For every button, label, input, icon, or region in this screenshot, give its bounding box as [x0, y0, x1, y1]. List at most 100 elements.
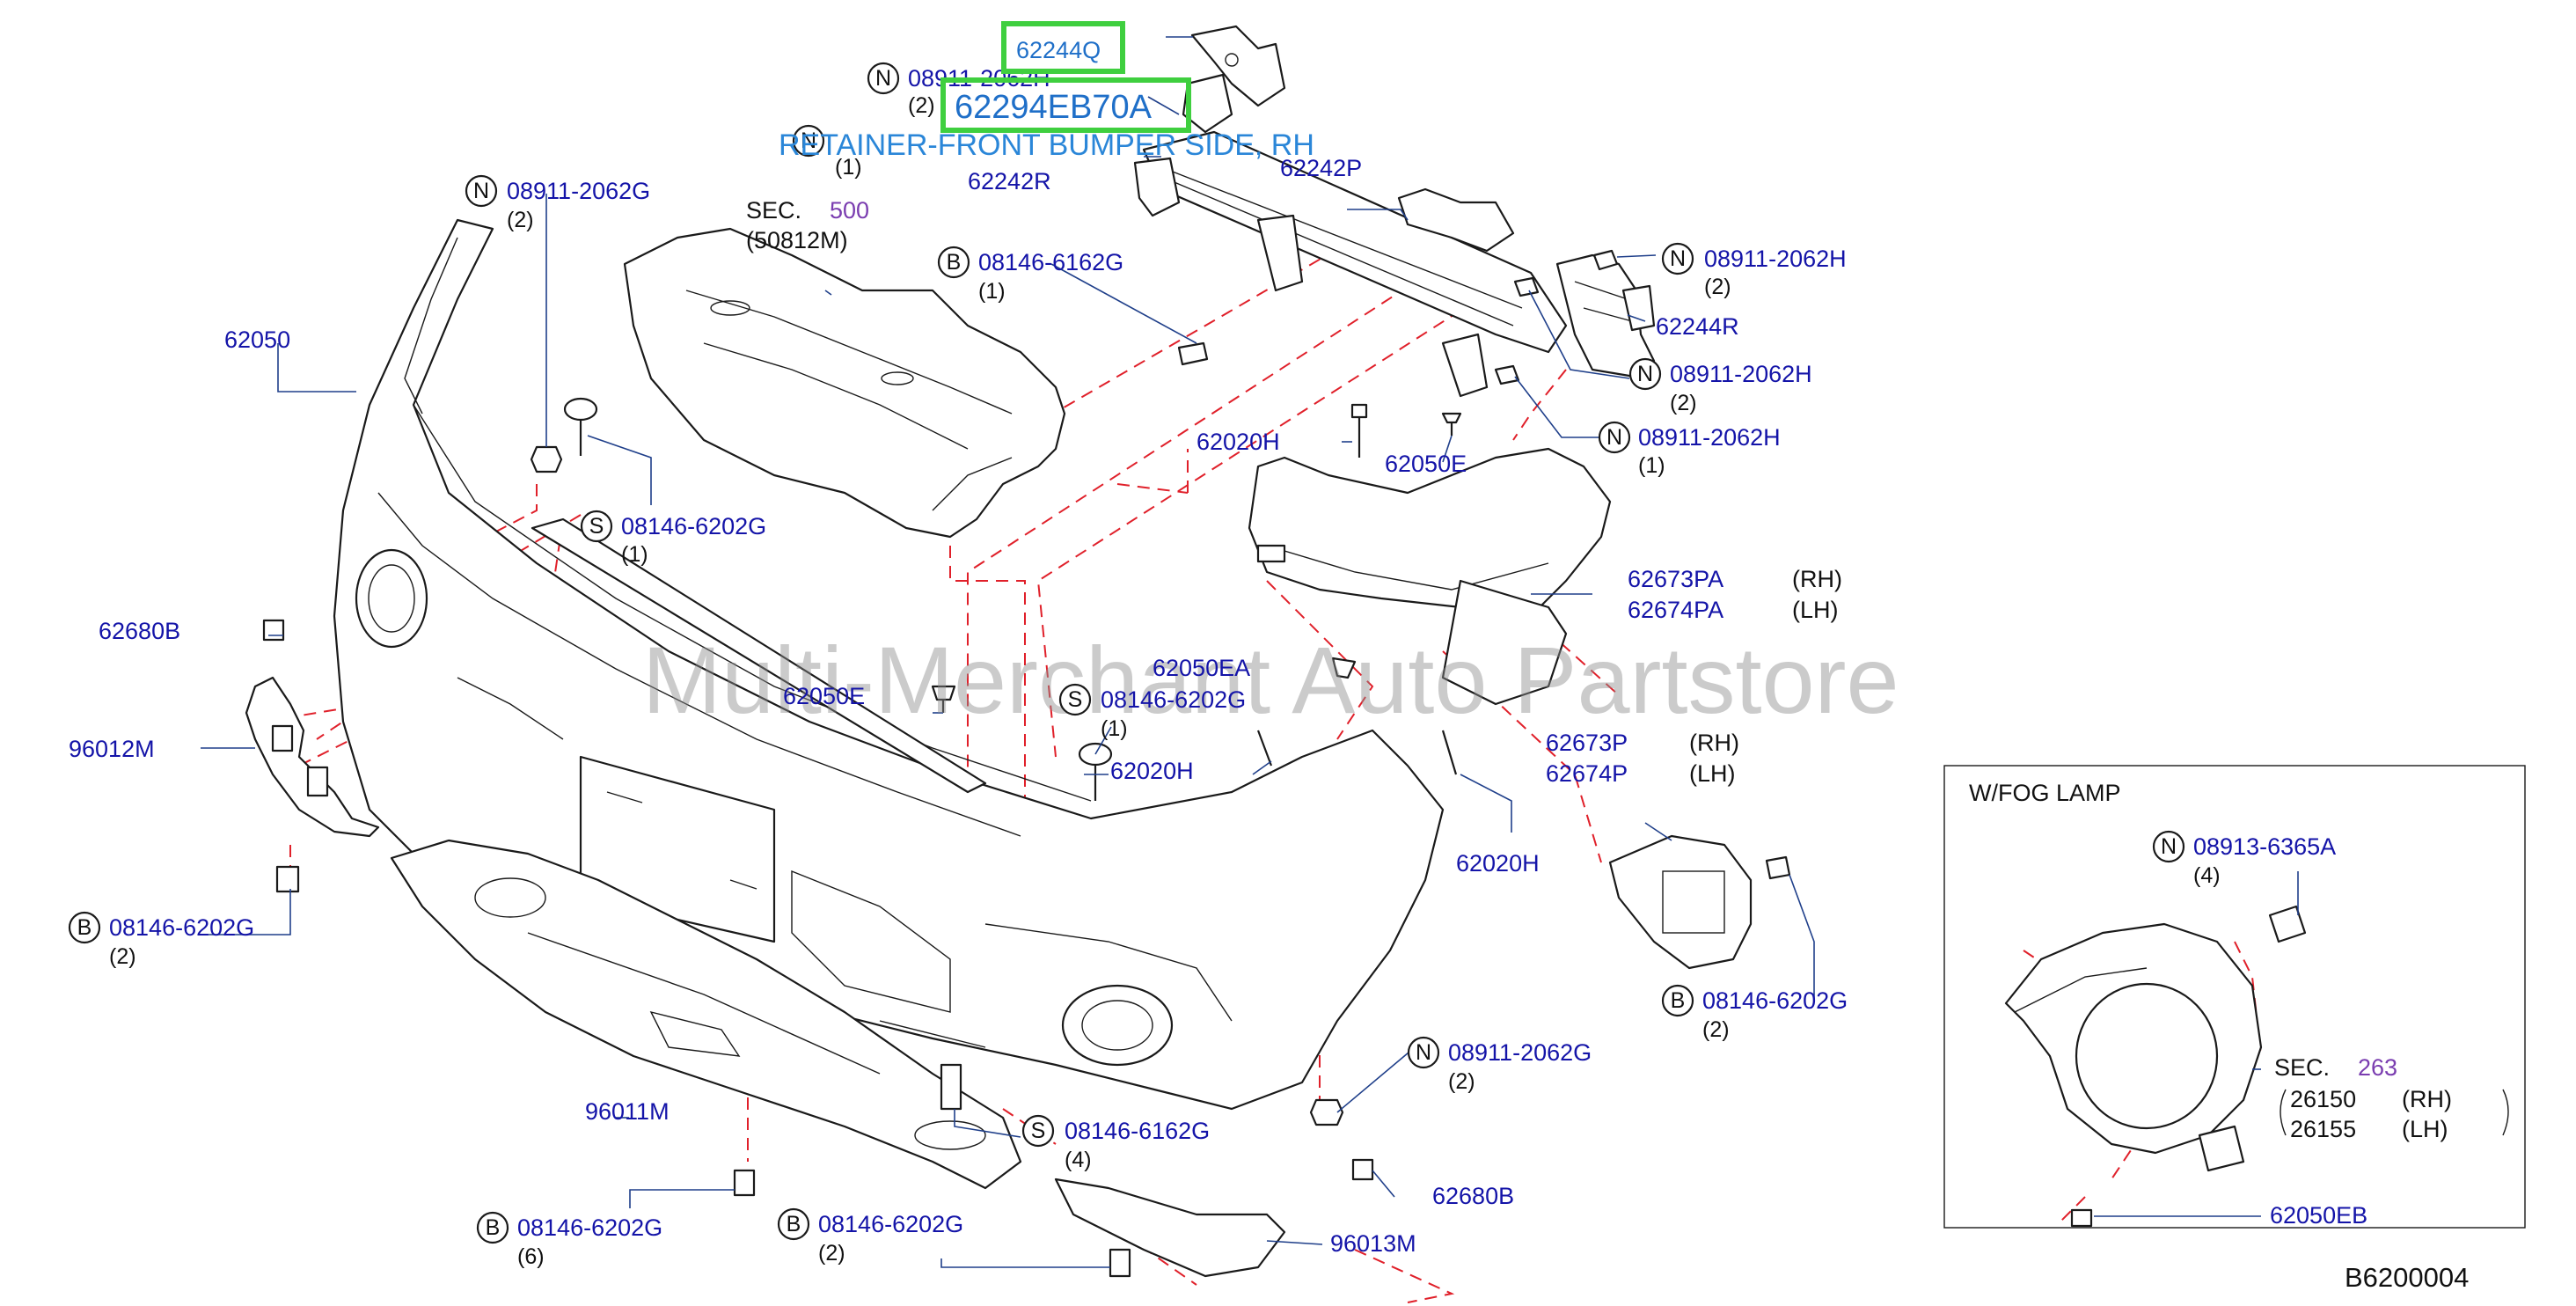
label-b3[interactable]: B 08146-6202G (2) — [1661, 984, 1848, 1042]
part-62674P[interactable]: 62674P — [1546, 760, 1628, 787]
sec-263-ref[interactable]: SEC. 263 26150 26155 (RH) (LH) — [2274, 1054, 2509, 1142]
svg-text:08146-6162G: 08146-6162G — [1065, 1118, 1210, 1144]
part-62020H-upper[interactable]: 62020H — [1197, 429, 1280, 455]
label-b2[interactable]: B 08146-6202G (2) — [68, 911, 254, 969]
svg-text:(2): (2) — [818, 1241, 845, 1266]
part-62680B-left[interactable]: 62680B — [99, 618, 180, 644]
part-96013M[interactable]: 96013M — [1330, 1230, 1416, 1257]
label-n8[interactable]: N 08913-6365A (4) — [2152, 830, 2336, 888]
bracket-62673P — [1608, 834, 1753, 970]
svg-text:08911-2062H: 08911-2062H — [1670, 361, 1812, 387]
part-62020H-right[interactable]: 62020H — [1456, 850, 1540, 877]
svg-text:N: N — [1416, 1040, 1431, 1065]
label-s2[interactable]: S 08146-6202G (1) — [1058, 683, 1246, 741]
svg-text:263: 263 — [2358, 1054, 2397, 1081]
svg-text:(1): (1) — [835, 155, 862, 180]
overlay-caption: RETAINER-FRONT BUMPER SIDE, RH — [779, 128, 1314, 162]
rh-note-1: (RH) — [1792, 566, 1842, 592]
sec-500-ref[interactable]: SEC. 500 (50812M) — [746, 197, 869, 253]
svg-text:62294EB70A: 62294EB70A — [955, 89, 1153, 126]
svg-text:S: S — [1031, 1119, 1046, 1143]
svg-text:08146-6202G: 08146-6202G — [621, 513, 766, 539]
diagram-code: B6200004 — [2345, 1262, 2469, 1293]
svg-text:N: N — [801, 128, 816, 153]
svg-text:(RH): (RH) — [2402, 1086, 2452, 1112]
bracket-96013M — [1054, 1178, 1286, 1278]
part-62050EA[interactable]: 62050EA — [1153, 655, 1250, 681]
label-n5[interactable]: N 08911-2062H (2) — [1628, 357, 1812, 415]
label-n6[interactable]: N 08911-2062H (1) — [1598, 421, 1781, 478]
svg-text:(2): (2) — [507, 208, 534, 232]
svg-text:B: B — [77, 915, 92, 940]
svg-text:B: B — [947, 250, 962, 275]
label-b5[interactable]: B 08146-6202G (2) — [777, 1207, 963, 1266]
label-s1[interactable]: S 08146-6202G (1) — [580, 510, 766, 567]
part-96011M[interactable]: 96011M — [585, 1098, 670, 1125]
part-96012M[interactable]: 96012M — [69, 736, 155, 762]
lh-note-1: (LH) — [1792, 597, 1839, 623]
svg-text:S: S — [1068, 687, 1083, 712]
svg-text:(2): (2) — [908, 93, 935, 118]
part-62050EB[interactable]: 62050EB — [2270, 1202, 2367, 1229]
label-n7[interactable]: N 08911-2062G (2) — [1407, 1036, 1592, 1094]
svg-text:(4): (4) — [1065, 1148, 1092, 1172]
part-62673P[interactable]: 62673P — [1546, 730, 1628, 756]
svg-text:B: B — [787, 1212, 801, 1236]
svg-text:26150: 26150 — [2290, 1086, 2356, 1112]
label-s3[interactable]: S 08146-6162G (4) — [1021, 1114, 1210, 1172]
lower-cover-96011M — [390, 839, 1022, 1190]
lh-note-2: (LH) — [1689, 760, 1736, 787]
svg-text:N: N — [1637, 362, 1653, 386]
svg-text:(2): (2) — [1670, 391, 1697, 415]
part-62244R[interactable]: 62244R — [1656, 313, 1739, 340]
svg-text:(6): (6) — [517, 1244, 545, 1269]
svg-text:N: N — [473, 179, 489, 203]
svg-text:(2): (2) — [1448, 1069, 1475, 1094]
svg-text:08911-2062H: 08911-2062H — [1638, 424, 1781, 451]
svg-text:(2): (2) — [109, 944, 136, 969]
part-62242R[interactable]: 62242R — [968, 168, 1051, 194]
bracket-96012M — [245, 676, 380, 838]
bracket-62673PA — [1248, 447, 1612, 706]
svg-text:(1): (1) — [978, 279, 1006, 304]
svg-text:08146-6202G: 08146-6202G — [1702, 987, 1848, 1014]
part-62680B-right[interactable]: 62680B — [1432, 1183, 1514, 1209]
part-62242P[interactable]: 62242P — [1280, 155, 1362, 181]
svg-text:(4): (4) — [2193, 863, 2221, 888]
label-b4[interactable]: B 08146-6202G (6) — [476, 1211, 662, 1269]
svg-text:N: N — [1670, 246, 1686, 271]
part-62050E-upper[interactable]: 62050E — [1385, 451, 1467, 477]
part-62050E-lower[interactable]: 62050E — [783, 683, 865, 709]
svg-text:08146-6202G: 08146-6202G — [109, 914, 254, 941]
part-62020H-middle[interactable]: 62020H — [1110, 758, 1194, 784]
part-62050[interactable]: 62050 — [224, 326, 290, 353]
svg-text:N: N — [875, 66, 891, 91]
leader-lines — [201, 36, 2299, 1268]
svg-text:N: N — [1606, 425, 1622, 450]
svg-text:(LH): (LH) — [2402, 1116, 2448, 1142]
watermark: Multi-Merchant Auto Partstore — [642, 627, 1899, 733]
svg-text:26155: 26155 — [2290, 1116, 2356, 1142]
svg-text:S: S — [589, 514, 604, 539]
svg-text:(1): (1) — [1638, 453, 1665, 478]
svg-text:62244Q: 62244Q — [1016, 37, 1101, 63]
svg-text:08146-6162G: 08146-6162G — [978, 249, 1123, 275]
svg-text:SEC.: SEC. — [2274, 1054, 2330, 1081]
highlight-62294EB70A[interactable]: 62294EB70A — [940, 77, 1191, 133]
fog-box-title: W/FOG LAMP — [1969, 780, 2121, 806]
svg-text:(1): (1) — [621, 542, 648, 567]
part-62673PA[interactable]: 62673PA — [1628, 566, 1723, 592]
labels: N 08911-2062H (2) N (1) N 08911-2062G (2… — [68, 62, 2509, 1293]
svg-text:08146-6202G: 08146-6202G — [1101, 686, 1246, 713]
under-cover-50812M — [623, 227, 1066, 539]
svg-text:N: N — [2161, 834, 2177, 859]
svg-text:(2): (2) — [1702, 1017, 1730, 1042]
part-62674PA[interactable]: 62674PA — [1628, 597, 1723, 623]
label-b1[interactable]: B 08146-6162G (1) — [937, 246, 1123, 304]
fog-lamp-inset — [1943, 765, 2526, 1229]
label-n2[interactable]: N (1) — [792, 124, 862, 180]
label-n4[interactable]: N 08911-2062H (2) — [1661, 242, 1847, 299]
highlight-62244Q[interactable]: 62244Q — [1001, 21, 1125, 74]
label-n3[interactable]: N 08911-2062G (2) — [465, 174, 650, 232]
